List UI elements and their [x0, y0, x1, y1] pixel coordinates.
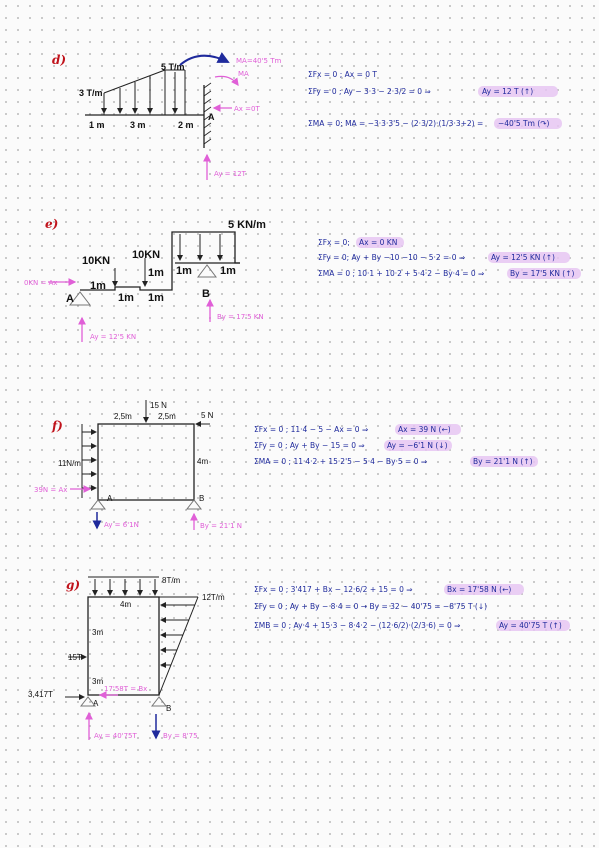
- eq-g-1-result: Bx = 17'58 N (←): [447, 585, 511, 594]
- dim-3: 2 m: [178, 120, 194, 130]
- moment-pink-icon: [214, 75, 239, 87]
- highlight: [496, 620, 570, 631]
- point-load-2: 10KN: [132, 249, 160, 261]
- highlight: [488, 252, 570, 263]
- frame-f: [97, 423, 195, 501]
- ax-label: 39N = Ax: [34, 486, 67, 494]
- highlight: [395, 424, 461, 435]
- eq-e-1-result: Ax = 0 KN: [359, 238, 397, 247]
- eq-e-2: ΣFy = 0; Ay + By −10 −10 − 5·2 = 0 ⇒: [318, 253, 465, 262]
- dist-load-label: 11N/m: [58, 459, 81, 468]
- load-peak-label: 5 T/m: [161, 62, 185, 72]
- by-label: By = 8'75: [163, 732, 198, 740]
- support-label-b: B: [166, 704, 171, 713]
- eq-e-3: ΣMA = 0 ; 10·1 + 10·2 + 5·4·2 − By·4 = 0…: [318, 269, 484, 278]
- ax-label: Ax =0T: [234, 105, 260, 113]
- by-label: By = 21'1 N: [200, 522, 242, 530]
- dim-e-2: 1m: [118, 292, 134, 304]
- highlight: [494, 118, 562, 129]
- problem-f-tag: f): [51, 419, 63, 433]
- bx-label: 17'58T = Bx: [104, 685, 147, 693]
- dim-2: 3 m: [130, 120, 146, 130]
- point-load-right: 5 N: [201, 411, 214, 420]
- eq-f-1: ΣFx = 0 ; 11·4 − 5 − Ax = 0 ⇒: [254, 425, 368, 434]
- eq-f-3: ΣMA = 0 ; 11·4·2 + 15·2'5 − 5·4 − By·5 =…: [254, 457, 427, 466]
- dim-f-1: 2,5m: [114, 412, 132, 421]
- highlight: [444, 584, 524, 595]
- eq-d-2-result: Ay = 12 T (↑): [482, 87, 533, 96]
- eq-f-1-result: Ax = 39 N (←): [398, 425, 451, 434]
- by-label: By = 17'5 KN: [217, 313, 264, 321]
- frame-g: [87, 596, 160, 696]
- dim-g-w: 4m: [120, 600, 131, 609]
- point-load-15t: 15T: [68, 653, 82, 662]
- highlight: [470, 456, 538, 467]
- eq-g-3: ΣMB = 0 ; Ay·4 + 15·3 − 8·4·2 − (12·6/2)…: [254, 621, 460, 630]
- ay-label: Ay = 12'5 KN: [90, 333, 136, 341]
- dist-load-label: 5 KN/m: [228, 219, 266, 231]
- dim-f-2: 2,5m: [158, 412, 176, 421]
- support-a-icon: [68, 291, 92, 306]
- eq-e-1: ΣFx = 0;: [318, 238, 350, 247]
- dim-f-h: 4m: [197, 457, 208, 466]
- highlight: [478, 86, 558, 97]
- support-b-icon: [150, 696, 168, 707]
- problem-e: e) 5 KN/m 10KN 10KN 1m 1m 1m 1m 1m 1m A …: [24, 217, 581, 342]
- support-label-b: B: [199, 494, 204, 503]
- ax-label: 3,417T: [28, 690, 53, 699]
- support-label-a: A: [66, 293, 74, 305]
- problem-g-tag: g): [66, 578, 80, 592]
- ay-label: Ay = 12T: [214, 170, 247, 178]
- ay-label: Ay = 40'75T: [94, 732, 138, 740]
- highlight: [356, 237, 404, 248]
- eq-d-3-result: −40'5 Tm (↷): [498, 119, 550, 128]
- eq-g-1: ΣFx = 0 ; 3'417 + Bx − 12·6/2 + 15 = 0 ⇒: [254, 585, 413, 594]
- support-b-icon: [185, 499, 203, 510]
- eq-f-2-result: Ay = −6'1 N (↓): [387, 441, 448, 450]
- eq-f-2: ΣFy = 0 ; Ay + By − 15 = 0 ⇒: [254, 441, 365, 450]
- problem-d: d) 3 T/m 5 T/m 1 m 3 m 2 m A: [52, 52, 562, 180]
- support-b-icon: [197, 264, 217, 278]
- load-left-label: 3 T/m: [79, 88, 103, 98]
- height-label: 1m: [148, 267, 164, 279]
- support-label-a: A: [93, 699, 99, 708]
- support-label-a: A: [107, 494, 113, 503]
- ax-label: 0KN = Ax: [24, 279, 58, 287]
- dim-e-1: 1m: [90, 280, 106, 292]
- support-a: A: [208, 112, 215, 122]
- problem-d-tag: d): [52, 53, 66, 67]
- dim-g-h2: 3m: [92, 677, 103, 686]
- point-load-1: 10KN: [82, 255, 110, 267]
- highlight: [384, 440, 452, 451]
- problem-f: f) 15 N 5 N 2,5m 2,5m 4m 11N/m A B 39N =…: [34, 400, 538, 530]
- eq-f-3-result: By = 21'1 N (↑): [473, 457, 533, 466]
- dim-1: 1 m: [89, 120, 105, 130]
- dim-e-5: 1m: [220, 265, 236, 277]
- eq-e-3-result: By = 17'5 KN (↑): [510, 269, 575, 278]
- top-load-label: 8T/m: [162, 576, 181, 585]
- eq-d-3: ΣMA = 0; MA = −3·3·3'5 − (2·3/2)·(1/3·3+…: [308, 119, 483, 128]
- eq-e-2-result: Ay = 12'5 KN (↑): [491, 253, 555, 262]
- eq-d-2: ΣFy = 0 ; Ay − 3·3 − 2·3/2 = 0 ⇒: [308, 87, 431, 96]
- side-load-label: 12T/m: [202, 593, 225, 602]
- eq-g-2: ΣFy = 0 ; Ay + By − 8·4 = 0 → By = 32 − …: [254, 602, 487, 611]
- moment-label: MA: [238, 70, 249, 78]
- highlight: [507, 268, 581, 279]
- eq-g-3-result: Ay = 40'75 T (↑): [499, 621, 562, 630]
- moment-arrow-icon: [179, 52, 230, 66]
- support-a-icon: [89, 499, 107, 510]
- problem-e-tag: e): [45, 217, 58, 231]
- ay-label: Ay = 6'1N: [104, 521, 139, 529]
- support-label-b: B: [202, 288, 210, 300]
- problem-g: g) 8T/m 12T/m 4m 3m 3m 15T A B 3: [28, 576, 570, 740]
- moment-react: MA=40'5 Tm: [236, 57, 281, 65]
- dim-g-h1: 3m: [92, 628, 103, 637]
- eq-d-1: ΣFx = 0 ; Ax = 0 T: [308, 70, 377, 79]
- support-a-icon: [79, 696, 97, 707]
- dim-e-4: 1m: [176, 265, 192, 277]
- point-load-top: 15 N: [150, 401, 167, 410]
- dim-e-3: 1m: [148, 292, 164, 304]
